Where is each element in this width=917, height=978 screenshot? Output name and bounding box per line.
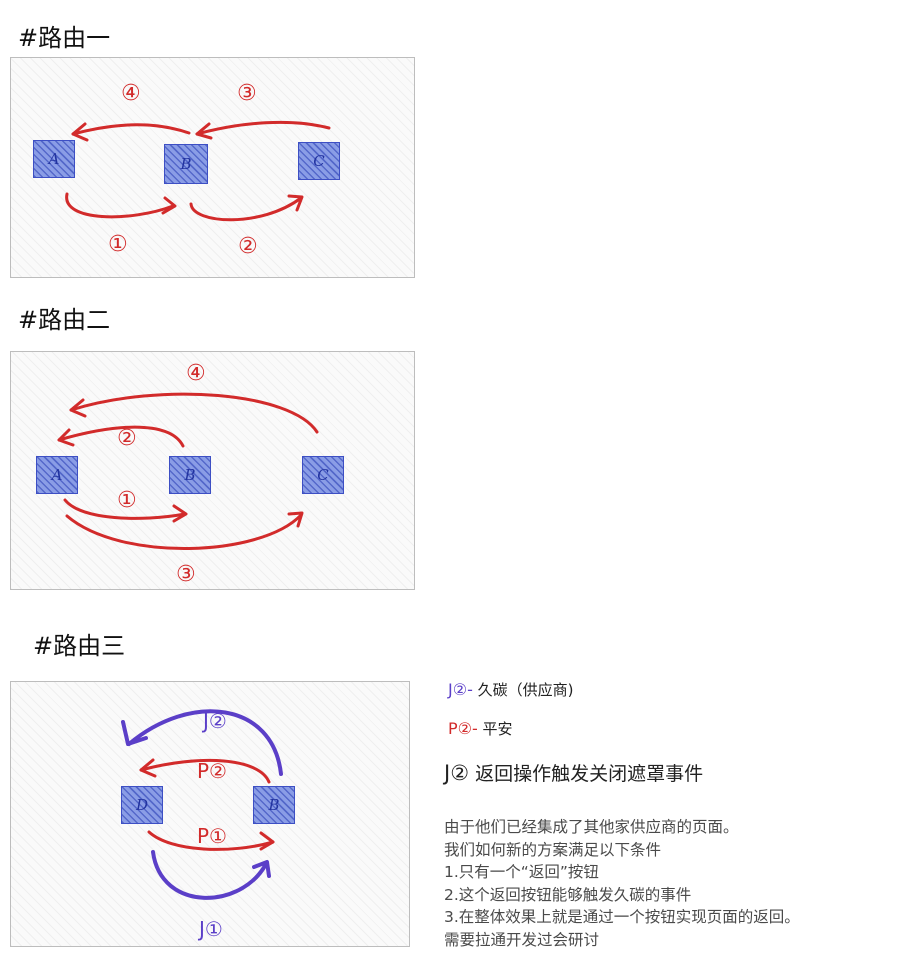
- route-3-panel: D B J② P② P① J①: [10, 681, 410, 947]
- legend-j2-text: 久碳（供应商): [477, 681, 574, 699]
- description-line: 3.在整体效果上就是通过一个按钮实现页面的返回。: [444, 908, 800, 926]
- label-step-2: ②: [117, 426, 137, 451]
- label-step-1: ①: [108, 232, 128, 257]
- arrow-p1: [147, 830, 275, 851]
- arrow-j2: [127, 709, 283, 776]
- arrow-j2-head: [121, 720, 148, 746]
- arrow-p2: [139, 758, 271, 784]
- node-a: A: [36, 456, 78, 494]
- label-p1: P①: [197, 824, 227, 848]
- legend-p2-text: 平安: [482, 720, 513, 738]
- arrow-4-head: [69, 398, 87, 418]
- legend-j2: J②- 久碳（供应商): [448, 679, 573, 700]
- node-c: C: [298, 142, 340, 180]
- legend-p2-tag: P②-: [448, 719, 478, 738]
- label-step-2: ②: [238, 234, 258, 259]
- label-j2: J②: [203, 709, 227, 733]
- node-b: B: [164, 144, 208, 184]
- label-step-3: ③: [176, 562, 196, 587]
- label-step-3: ③: [237, 81, 257, 106]
- route-2-arrows: [57, 392, 319, 551]
- legend-p2: P②- 平安: [448, 718, 513, 739]
- label-p2: P②: [197, 759, 227, 783]
- arrow-p1-head: [259, 831, 275, 851]
- node-b: B: [253, 786, 295, 824]
- label-j1: J①: [199, 917, 223, 941]
- label-step-1: ①: [117, 488, 137, 513]
- arrow-4-head: [71, 122, 89, 142]
- arrow-1: [63, 498, 187, 520]
- node-d: D: [121, 786, 163, 824]
- route-3-arrows: [121, 709, 283, 900]
- node-c: C: [302, 456, 344, 494]
- description-line: 由于他们已经集成了其他家供应商的页面。: [444, 818, 739, 836]
- arrow-1-head: [161, 196, 177, 215]
- arrow-2-head: [287, 194, 304, 212]
- arrow-3: [65, 513, 303, 551]
- arrow-1-head: [172, 504, 188, 523]
- route-2-panel: A B C ④ ② ① ③: [10, 351, 415, 590]
- legend-j2-tag: J②-: [448, 680, 473, 699]
- section-1-heading: #路由一: [18, 24, 111, 52]
- arrow-j1-head: [252, 860, 271, 878]
- arrow-p2-head: [139, 758, 157, 778]
- description-line: 需要拉通开发过会研讨: [444, 930, 600, 949]
- arrow-2: [57, 425, 185, 448]
- arrow-3-head: [195, 122, 213, 140]
- arrow-j1: [151, 850, 268, 900]
- description-line: 2.这个返回按钮能够触发久碳的事件: [444, 885, 692, 904]
- legend-event-text: 返回操作触发关闭遮罩事件: [475, 763, 704, 785]
- node-b: B: [169, 456, 211, 494]
- label-step-4: ④: [186, 361, 206, 386]
- section-2-heading: #路由二: [18, 306, 111, 334]
- arrow-4: [71, 123, 191, 136]
- description: 由于他们已经集成了其他家供应商的页面。 我们如何新的方案满足以下条件 1.只有一…: [444, 816, 800, 951]
- legend-event-tag: J②: [444, 761, 470, 785]
- node-a: A: [33, 140, 75, 178]
- arrow-1: [65, 192, 175, 219]
- arrow-3: [195, 120, 331, 136]
- label-step-4: ④: [121, 81, 141, 106]
- arrow-3-head: [287, 511, 304, 528]
- arrow-2-head: [57, 428, 75, 447]
- route-1-arrows: [65, 120, 331, 222]
- legend-event: J② 返回操作触发关闭遮罩事件: [444, 759, 703, 786]
- arrow-2: [189, 196, 303, 222]
- route-1-panel: A B C ④ ③ ① ②: [10, 57, 415, 278]
- section-3-heading: #路由三: [33, 632, 126, 660]
- description-line: 1.只有一个“返回”按钮: [444, 863, 599, 881]
- description-line: 我们如何新的方案满足以下条件: [444, 840, 662, 859]
- arrow-4: [69, 392, 319, 434]
